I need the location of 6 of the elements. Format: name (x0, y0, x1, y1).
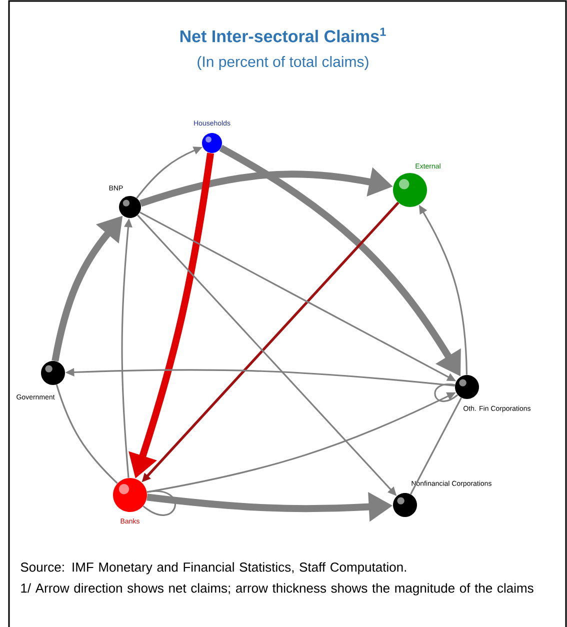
loop-line (434, 384, 458, 402)
source-note: Source: IMF Monetary and Financial Statistics, Staff Computation. (20, 562, 406, 574)
subtitle: (In percent of total claims) (198, 56, 368, 70)
footnote: 1/ Arrow direction shows net claims; arrow thickness shows the magnitude of the claims (21, 583, 534, 596)
loop-line (142, 490, 176, 516)
title: Net Inter-sectoral Claims$^{1}$ (180, 28, 386, 42)
